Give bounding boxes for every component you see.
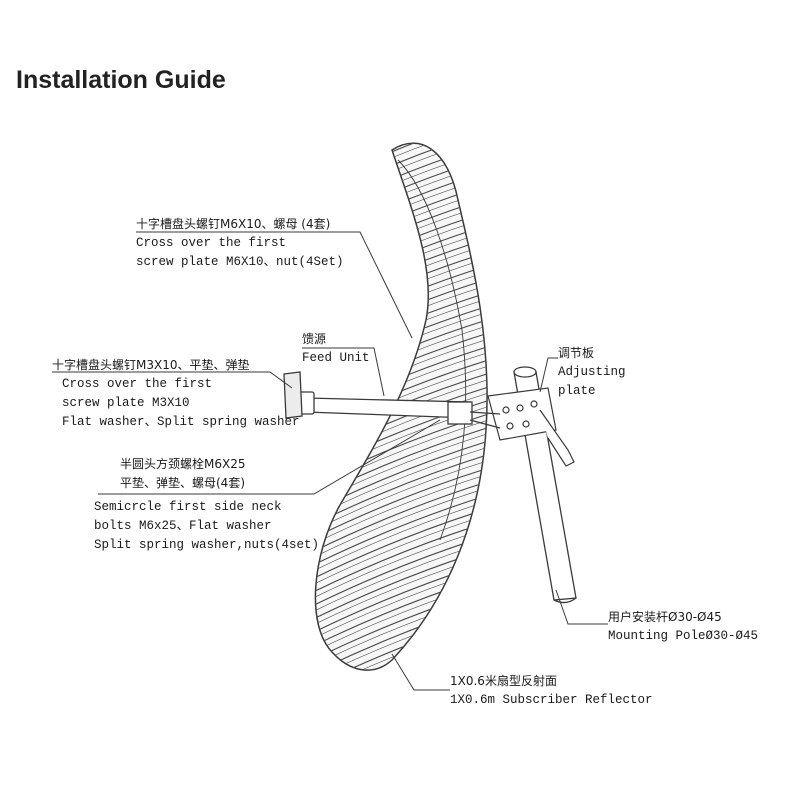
reflector-slat-edge — [315, 483, 488, 565]
callout-bolt-m6x25-cn1: 半圆头方颈螺栓M6X25 — [120, 457, 246, 471]
callout-reflector-cn: 1X0.6米扇型反射面 — [450, 674, 557, 688]
callout-mounting-pole-cn: 用户安装杆Ø30-Ø45 — [608, 610, 722, 624]
callout-screw-m3-en2: screw plate M3X10 — [62, 396, 190, 410]
callout-bolt-m6x25: 半圆头方颈螺栓M6X25 平垫、弹垫、螺母(4套) — [120, 455, 245, 493]
callout-mounting-pole: 用户安装杆Ø30-Ø45 Mounting PoleØ30-Ø45 — [608, 608, 758, 646]
callout-screw-m3-cn: 十字槽盘头螺钉M3X10、平垫、弹垫 — [52, 358, 250, 372]
adjusting-plate — [469, 387, 575, 467]
callout-bolt-m6x25-en2: bolts M6x25、Flat washer — [94, 519, 272, 533]
callout-screw-m3: 十字槽盘头螺钉M3X10、平垫、弹垫 Cross over the first … — [52, 356, 300, 432]
callout-bolt-m6x25-en3: Split spring washer,nuts(4set) — [94, 538, 320, 552]
callout-screw-m6-en2: screw plate M6X10、nut(4Set) — [136, 255, 344, 269]
callout-bolt-m6x25-en1: Semicrcle first side neck — [94, 500, 282, 514]
leader-lines — [52, 231, 608, 691]
callout-feed-unit-en: Feed Unit — [302, 351, 370, 365]
callout-bolt-m6x25-cn2: 平垫、弹垫、螺母(4套) — [120, 476, 245, 490]
callout-feed-unit-cn: 馈源 — [302, 332, 327, 346]
callout-screw-m3-en1: Cross over the first — [62, 377, 213, 391]
callout-screw-m6: 十字槽盘头螺钉M6X10、螺母 (4套) Cross over the firs… — [136, 215, 344, 272]
callout-screw-m3-en3: Flat washer、Split spring washer — [62, 415, 300, 429]
callout-mounting-pole-en: Mounting PoleØ30-Ø45 — [608, 629, 759, 643]
callout-adjusting-plate-en2: plate — [558, 384, 596, 398]
feed-arm — [283, 371, 473, 425]
callout-reflector: 1X0.6米扇型反射面 1X0.6m Subscriber Reflector — [450, 672, 653, 710]
callout-bolt-m6x25-english: Semicrcle first side neck bolts M6x25、Fl… — [94, 498, 319, 555]
callout-feed-unit: 馈源 Feed Unit — [302, 330, 370, 368]
callout-adjusting-plate-en1: Adjusting — [558, 365, 626, 379]
callout-reflector-en: 1X0.6m Subscriber Reflector — [450, 693, 653, 707]
reflector-slat — [315, 477, 488, 559]
reflector-slat — [315, 490, 488, 572]
callout-screw-m6-cn: 十字槽盘头螺钉M6X10、螺母 (4套) — [136, 217, 331, 231]
callout-adjusting-plate-cn: 调节板 — [558, 346, 595, 360]
callout-screw-m6-en1: Cross over the first — [136, 236, 287, 250]
callout-adjusting-plate: 调节板 Adjusting plate — [558, 344, 626, 401]
page-title: Installation Guide — [16, 66, 226, 94]
